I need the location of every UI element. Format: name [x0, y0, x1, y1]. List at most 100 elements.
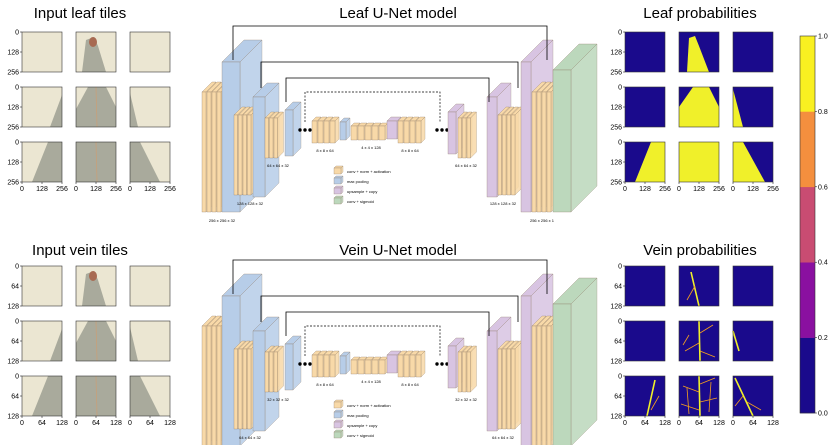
tile-border [129, 320, 171, 362]
x-tick-label: 256 [56, 186, 68, 193]
leaf-region [733, 89, 743, 127]
sigmoid-output-side [570, 277, 598, 445]
legend-label: upsample + copy [347, 189, 377, 194]
skip-connection [232, 259, 548, 294]
x-tick-label: 256 [164, 186, 176, 193]
leaf-tissue [50, 95, 62, 127]
leaf-tissue [50, 329, 62, 361]
encoder-level1-front [216, 325, 222, 445]
vein-line [734, 395, 744, 407]
upsample-level1-front [520, 61, 532, 213]
leaf-region [687, 36, 709, 72]
encoder-level1-front [211, 325, 217, 445]
x-tick-label: 128 [90, 186, 102, 193]
y-tick-label: 0 [618, 264, 622, 271]
encoder-level1-front [211, 91, 217, 213]
decoder-level2-front [506, 114, 511, 196]
decoder-level2-front [502, 348, 507, 430]
y-tick-label: 128 [610, 304, 622, 311]
legend-label: conv + sigmoid [347, 433, 374, 438]
decoder-level2-front [502, 114, 507, 196]
vein-prob-tile [732, 265, 774, 307]
skip-connection [285, 311, 490, 336]
x-tick-label: 128 [713, 420, 725, 427]
leaf-tissue [32, 376, 62, 416]
vein-line [682, 385, 700, 393]
upsample-level3-front [447, 111, 457, 155]
upsample-level2-front [486, 96, 498, 198]
tile-border [678, 320, 720, 362]
y-tick-label: 0 [618, 319, 622, 326]
dim-level3-encoder: 32 x 32 x 32 [267, 397, 290, 402]
pool-level2-front [252, 330, 266, 432]
x-tick-label: 0 [74, 420, 78, 427]
y-tick-label: 256 [7, 125, 19, 132]
dim-level4-decoder: 8 x 8 x 64 [401, 382, 419, 387]
x-tick-label: 64 [695, 420, 703, 427]
midrib [95, 320, 98, 362]
leaf-prob-tile [678, 86, 720, 128]
y-tick-label: 64 [614, 394, 622, 401]
encoder-level4-front [323, 354, 330, 378]
x-tick-label: 64 [38, 420, 46, 427]
bottleneck-front [371, 125, 379, 141]
background-region [625, 376, 665, 416]
leaf-model-title: Leaf U-Net model [339, 5, 457, 22]
encoder-level4-front [311, 354, 318, 378]
encoder-level3-front [273, 117, 278, 159]
pool-level4-front [339, 121, 347, 141]
x-tick-label: 0 [731, 186, 735, 193]
vein-line [698, 320, 701, 362]
y-tick-label: 64 [614, 284, 622, 291]
leaf-tissue [130, 93, 138, 127]
vein-input-tile [75, 265, 117, 307]
bottleneck-front [357, 359, 365, 375]
bottleneck-front [371, 359, 379, 375]
ellipsis-dot [445, 362, 449, 366]
x-tick-label: 0 [731, 420, 735, 427]
x-tick-label: 0 [677, 420, 681, 427]
decoder-level4-front [409, 120, 416, 144]
tile-border [678, 86, 720, 128]
leaf-tissue [76, 87, 116, 127]
bottleneck-front [350, 359, 358, 375]
dim-level3-encoder: 64 x 64 x 32 [267, 163, 290, 168]
x-tick-label: 0 [128, 420, 132, 427]
vein-line [684, 342, 700, 352]
ellipsis-dot [303, 362, 307, 366]
decoder-level2-front [511, 114, 516, 196]
legend-label: conv + sigmoid [347, 199, 374, 204]
encoder-level3-side [277, 111, 284, 159]
skip-connection-dashed [304, 325, 441, 356]
decoder-level4-side [420, 350, 426, 378]
vein-line [680, 403, 700, 411]
paper-background [22, 32, 62, 72]
encoder-level2-front [233, 114, 238, 196]
leaf-region [733, 142, 765, 182]
x-tick-label: 128 [747, 186, 759, 193]
leaf-prob-tile [678, 31, 720, 73]
y-tick-label: 256 [610, 70, 622, 77]
bottleneck-front [357, 125, 365, 141]
colorbar-tick-label: 0.6 [818, 184, 828, 191]
x-tick-label: 128 [693, 186, 705, 193]
tile-border [129, 86, 171, 128]
dim-level2-encoder: 128 x 128 x 32 [237, 201, 264, 206]
vein-line [699, 397, 718, 403]
legend-swatch-front [333, 177, 342, 185]
decoder-level3-side [470, 111, 477, 159]
legend-swatch-front [333, 197, 342, 205]
encoder-level4-front [323, 120, 330, 144]
encoder-level2-front [238, 114, 243, 196]
vein-prob-tile [732, 320, 774, 362]
tile-border [75, 265, 117, 307]
leaf-tissue [130, 142, 160, 182]
y-tick-label: 0 [15, 374, 19, 381]
vein-line [646, 379, 656, 417]
tile-border [678, 31, 720, 73]
decoder-level4-front [403, 120, 410, 144]
dim-level2-decoder: 64 x 64 x 32 [492, 435, 515, 440]
